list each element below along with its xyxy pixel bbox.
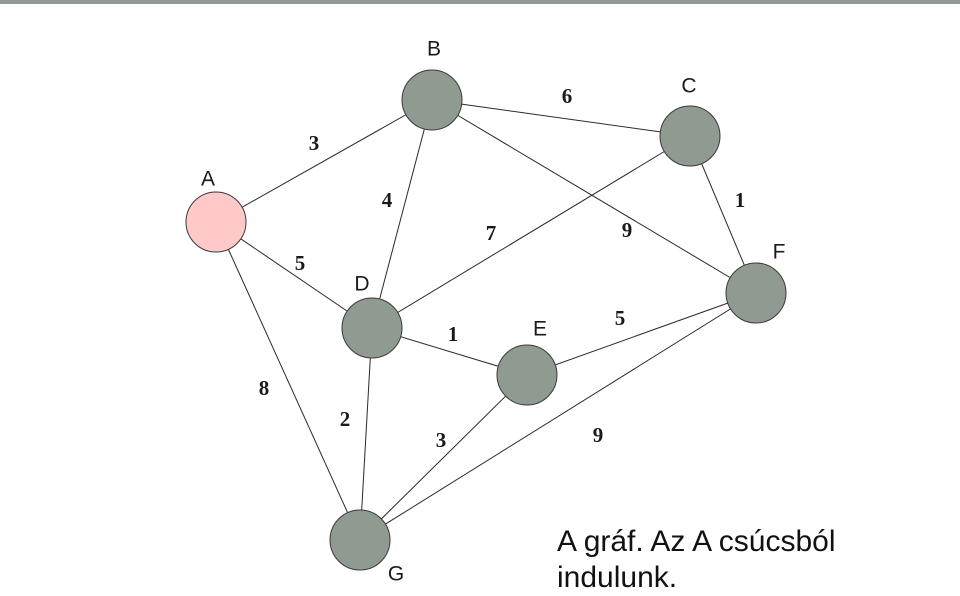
node-label-d: D [354, 273, 369, 296]
nodes-layer [185, 69, 787, 571]
weight-label-d-g: 2 [340, 407, 351, 431]
weight-label-d-e: 1 [448, 322, 459, 346]
node-label-f: F [773, 241, 786, 264]
weight-label-b-f: 9 [622, 218, 633, 242]
top-rule [0, 0, 960, 4]
node-label-c: C [681, 75, 696, 98]
edge-d-g [359, 327, 373, 541]
edges-layer [215, 99, 757, 541]
caption: A gráf. Az A csúcsból indulunk. [557, 524, 957, 596]
weight-label-b-d: 4 [382, 188, 393, 212]
edge-a-b [215, 99, 433, 223]
node-f [725, 262, 787, 324]
node-g [329, 509, 391, 571]
edge-a-g [215, 221, 361, 541]
caption-line-2: indulunk. [557, 561, 678, 594]
node-c [659, 105, 721, 167]
weight-label-f-g: 9 [593, 423, 604, 447]
edge-f-g [359, 292, 757, 541]
node-label-b: B [427, 38, 441, 61]
weight-label-e-f: 5 [615, 306, 626, 330]
edge-weights-layer: 3 5 8 6 4 9 7 1 1 2 5 3 9 [259, 84, 746, 452]
edge-e-f [526, 292, 757, 376]
node-labels-layer: A B C D E F G [201, 38, 785, 586]
weight-label-b-c: 6 [562, 84, 573, 108]
node-label-a: A [201, 168, 215, 191]
node-label-e: E [533, 318, 547, 341]
edge-b-c [431, 99, 691, 137]
weight-label-a-d: 5 [295, 251, 306, 275]
node-label-g: G [388, 563, 404, 586]
caption-line-1: A gráf. Az A csúcsból [557, 525, 836, 558]
weight-label-c-d: 7 [486, 221, 497, 245]
node-a [185, 191, 247, 253]
weight-label-a-g: 8 [259, 376, 270, 400]
edge-b-f [431, 99, 757, 294]
weight-label-e-g: 3 [436, 428, 447, 452]
node-e [496, 344, 558, 406]
node-d [341, 297, 403, 359]
edge-a-d [215, 221, 373, 329]
weight-label-a-b: 3 [309, 131, 320, 155]
edge-b-d [371, 99, 433, 329]
edge-c-d [371, 135, 691, 329]
edge-e-g [359, 374, 528, 541]
node-b [401, 69, 463, 131]
weight-label-c-f: 1 [735, 188, 746, 212]
